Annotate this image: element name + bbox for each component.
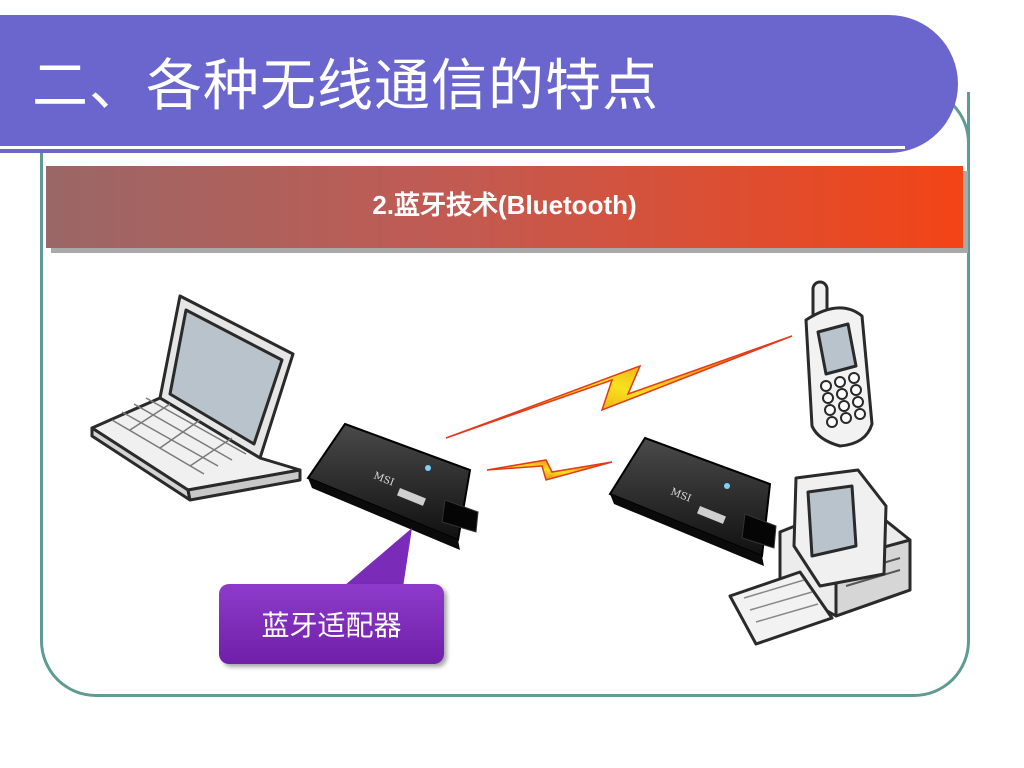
lightning-bolt-icon bbox=[486, 459, 613, 481]
laptop-icon bbox=[90, 294, 302, 502]
callout-box: 蓝牙适配器 bbox=[219, 584, 444, 664]
desktop-computer-icon bbox=[728, 468, 912, 646]
subtitle-text: 2.蓝牙技术(Bluetooth) bbox=[372, 189, 637, 220]
mobile-phone-icon bbox=[804, 280, 874, 448]
slide-title: 二、各种无线通信的特点 bbox=[32, 54, 659, 119]
callout-pointer bbox=[344, 528, 412, 594]
title-band: 二、各种无线通信的特点 bbox=[0, 15, 958, 153]
lightning-bolt-icon bbox=[445, 335, 793, 439]
bluetooth-dongle-icon: MSI bbox=[608, 436, 777, 566]
bluetooth-dongle-icon: MSI bbox=[306, 422, 479, 550]
subtitle-bar: 2.蓝牙技术(Bluetooth) bbox=[46, 166, 963, 248]
title-underline bbox=[0, 146, 905, 149]
callout-label: 蓝牙适配器 bbox=[261, 609, 402, 642]
